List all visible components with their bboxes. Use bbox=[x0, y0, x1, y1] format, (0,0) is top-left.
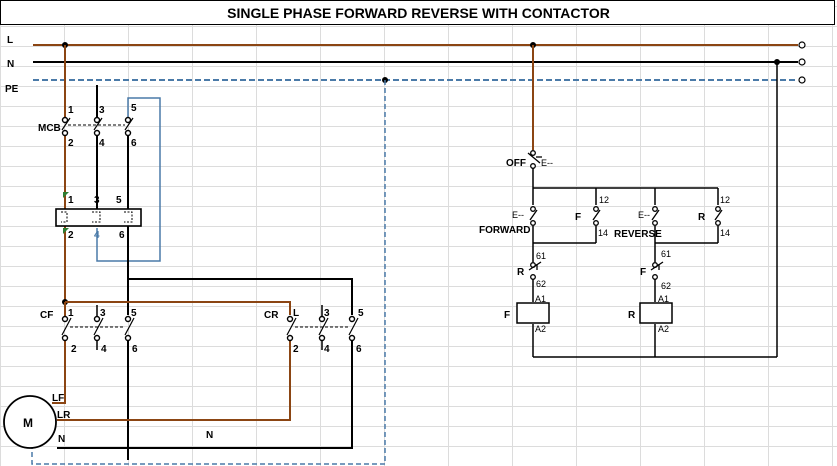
reverse-label: REVERSE bbox=[614, 229, 662, 240]
forward-label: FORWARD bbox=[479, 225, 530, 236]
cr-label: CR bbox=[264, 310, 279, 321]
r-il-61: 61 bbox=[536, 251, 546, 261]
motor-label: M bbox=[23, 416, 33, 430]
f-hold-label: F bbox=[575, 212, 581, 223]
motor-lr-label: LR bbox=[57, 410, 71, 421]
f-hold-12: 12 bbox=[599, 195, 609, 205]
r-hold-12: 12 bbox=[720, 195, 730, 205]
cr-tl: L bbox=[293, 308, 299, 319]
bottom-n-label: N bbox=[206, 430, 213, 441]
cf-t4: 4 bbox=[101, 344, 107, 355]
r-hold-14: 14 bbox=[720, 228, 730, 238]
ol-t2: 2 bbox=[68, 230, 74, 241]
mcb-t2: 2 bbox=[68, 138, 74, 149]
coil-r-a2: A2 bbox=[658, 324, 669, 334]
cr-t4: 4 bbox=[324, 344, 330, 355]
mcb-t6: 6 bbox=[131, 138, 137, 149]
forward-pushbutton bbox=[529, 206, 538, 226]
mcb-breaker bbox=[61, 116, 134, 137]
cr-t6: 6 bbox=[356, 344, 362, 355]
mcb-t3: 3 bbox=[99, 105, 105, 116]
rail-label-l: L bbox=[7, 35, 13, 46]
mcb-t4: 4 bbox=[99, 138, 105, 149]
coil-f-a2: A2 bbox=[535, 324, 546, 334]
ol-t4: 4 bbox=[94, 230, 100, 241]
coil-r-label: R bbox=[628, 310, 636, 321]
earth-terminal bbox=[798, 76, 806, 84]
rail-label-pe: PE bbox=[5, 84, 19, 95]
neutral-terminal bbox=[798, 58, 806, 66]
control-wiring bbox=[532, 45, 778, 358]
r-interlock-contact bbox=[528, 261, 542, 280]
r-hold-label: R bbox=[698, 212, 706, 223]
cf-t1: 1 bbox=[68, 308, 74, 319]
title-bar: SINGLE PHASE FORWARD REVERSE WITH CONTAC… bbox=[0, 0, 835, 25]
f-hold-14: 14 bbox=[598, 228, 608, 238]
cr-contactor bbox=[286, 315, 359, 342]
coil-f-label: F bbox=[504, 310, 510, 321]
diagram-title: SINGLE PHASE FORWARD REVERSE WITH CONTAC… bbox=[227, 5, 610, 21]
off-mark: E-- bbox=[541, 158, 553, 168]
cf-t5: 5 bbox=[131, 308, 137, 319]
off-label: OFF bbox=[506, 158, 526, 169]
overload-relay bbox=[55, 192, 142, 234]
cf-t3: 3 bbox=[100, 308, 106, 319]
r-il-62: 62 bbox=[536, 279, 546, 289]
rails bbox=[33, 41, 806, 84]
mcb-t1: 1 bbox=[68, 105, 74, 116]
cr-t2: 2 bbox=[293, 344, 299, 355]
cf-label: CF bbox=[40, 310, 53, 321]
mcb-label: MCB bbox=[38, 123, 61, 134]
f-interlock-contact bbox=[650, 261, 664, 280]
motor-lf-label: LF bbox=[52, 393, 64, 404]
cf-t2: 2 bbox=[71, 344, 77, 355]
ol-t5: 5 bbox=[116, 195, 122, 206]
reverse-mark: E-- bbox=[638, 210, 650, 220]
coil-r bbox=[639, 302, 673, 324]
rail-label-n: N bbox=[7, 59, 14, 70]
r-holding-contact bbox=[714, 206, 723, 226]
r-interlock-label: R bbox=[517, 267, 525, 278]
coil-f-a1: A1 bbox=[535, 294, 546, 304]
reverse-pushbutton bbox=[651, 206, 660, 226]
ol-t3: 3 bbox=[94, 195, 100, 206]
motor bbox=[3, 395, 57, 449]
cr-t3: 3 bbox=[324, 308, 330, 319]
f-il-61: 61 bbox=[661, 249, 671, 259]
cf-t6: 6 bbox=[132, 344, 138, 355]
mcb-t5: 5 bbox=[131, 103, 137, 114]
f-il-62: 62 bbox=[661, 281, 671, 291]
live-terminal bbox=[798, 41, 806, 49]
ol-t1: 1 bbox=[68, 195, 74, 206]
ol-t6: 6 bbox=[119, 230, 125, 241]
cr-t5: 5 bbox=[358, 308, 364, 319]
coil-f bbox=[516, 302, 550, 324]
cf-contactor bbox=[61, 315, 135, 342]
f-interlock-label: F bbox=[640, 267, 646, 278]
coil-r-a1: A1 bbox=[658, 294, 669, 304]
f-holding-contact bbox=[592, 206, 601, 226]
power-wiring bbox=[31, 45, 386, 465]
forward-mark: E-- bbox=[512, 210, 524, 220]
off-switch bbox=[527, 150, 542, 169]
motor-n-label: N bbox=[58, 434, 65, 445]
